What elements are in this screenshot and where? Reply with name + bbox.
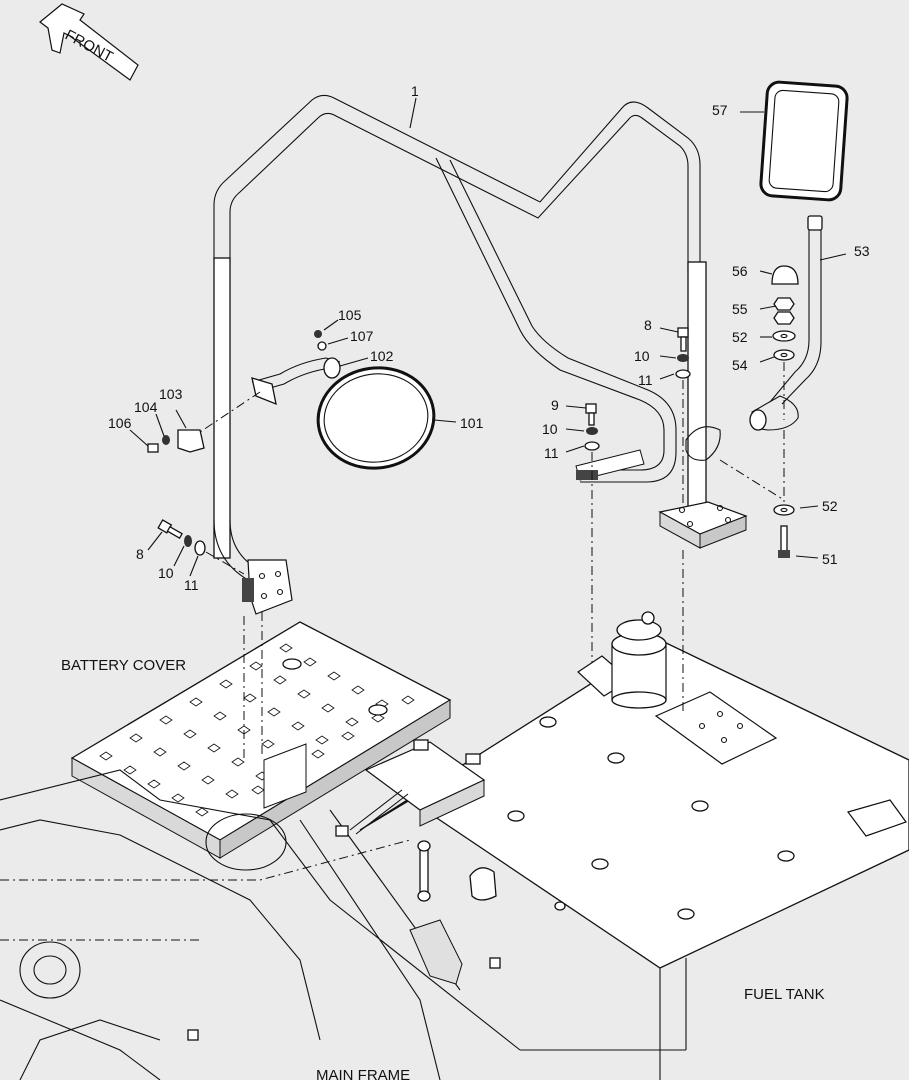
callout-57: 57 bbox=[712, 102, 728, 118]
callout-10-mid: 10 bbox=[542, 421, 558, 437]
callout-55: 55 bbox=[732, 301, 748, 317]
fuel-tank bbox=[359, 550, 909, 1080]
battery-cover-label: BATTERY COVER bbox=[61, 657, 186, 674]
callout-51: 51 bbox=[822, 551, 838, 567]
main-frame bbox=[0, 769, 521, 1080]
callout-103: 103 bbox=[159, 386, 183, 402]
callout-52-upper: 52 bbox=[732, 329, 748, 345]
callouts: 1 57 53 56 55 52 54 52 51 8 10 11 9 10 1… bbox=[108, 83, 870, 593]
rail-clamp bbox=[129, 409, 205, 453]
front-arrow: FRONT bbox=[39, 3, 139, 81]
bolt-stack-mid-lower bbox=[565, 403, 600, 670]
callout-11-mid: 11 bbox=[544, 445, 559, 461]
battery-cover bbox=[70, 612, 452, 859]
round-mirror bbox=[316, 366, 457, 470]
callout-10-left: 10 bbox=[158, 565, 174, 581]
callout-53: 53 bbox=[854, 243, 870, 259]
callout-10-right: 10 bbox=[634, 348, 650, 364]
fuel-tank-label: FUEL TANK bbox=[744, 986, 825, 1003]
fuel-cap bbox=[577, 611, 667, 709]
callout-1: 1 bbox=[411, 83, 419, 99]
callout-9: 9 bbox=[551, 397, 559, 413]
callout-107: 107 bbox=[350, 328, 374, 344]
hardware-right-stack bbox=[759, 265, 799, 420]
callout-11-left: 11 bbox=[184, 577, 199, 593]
mirror-stay bbox=[749, 215, 847, 431]
hardware-bottom-right bbox=[719, 430, 819, 559]
callout-52-lower: 52 bbox=[822, 498, 838, 514]
callout-11-right: 11 bbox=[638, 372, 653, 388]
callout-101: 101 bbox=[460, 415, 484, 431]
callout-8-left: 8 bbox=[136, 546, 144, 562]
bolt-stack-left-lower bbox=[147, 519, 245, 577]
rail-base-plate-left bbox=[242, 559, 293, 615]
side-mirror bbox=[740, 80, 849, 202]
callout-54: 54 bbox=[732, 357, 748, 373]
callout-102: 102 bbox=[370, 348, 394, 364]
bolt-stack-mid-upper bbox=[659, 327, 691, 505]
rail-base-plate-right bbox=[658, 426, 748, 549]
main-frame-label: MAIN FRAME bbox=[316, 1067, 410, 1080]
tank-bosses bbox=[507, 716, 795, 920]
callout-106: 106 bbox=[108, 415, 132, 431]
callout-56: 56 bbox=[732, 263, 748, 279]
callout-104: 104 bbox=[134, 399, 158, 415]
mirror-bracket bbox=[187, 319, 369, 441]
tank-stay-bracket bbox=[335, 739, 497, 902]
callout-105: 105 bbox=[338, 307, 362, 323]
callout-8-right: 8 bbox=[644, 317, 652, 333]
handrail bbox=[213, 94, 707, 583]
